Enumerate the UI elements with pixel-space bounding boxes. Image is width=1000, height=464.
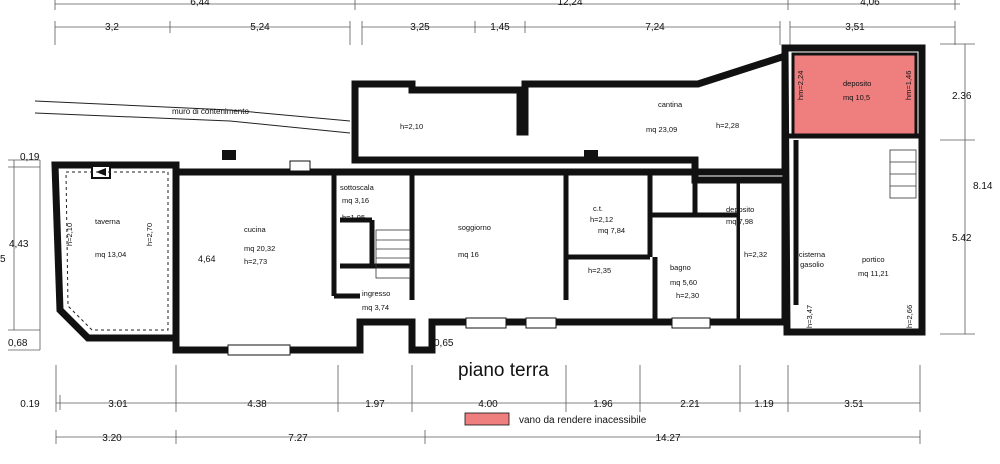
dim-bottom-1-4: 4.00 — [478, 399, 498, 410]
cantina-area: mq 23,09 — [646, 125, 677, 134]
taverna-area: mq 13,04 — [95, 250, 126, 259]
dim-misc-0: 0,65 — [434, 338, 454, 349]
dim-left-1: 4,43 — [9, 239, 29, 250]
dim-top-1-0: 6,44 — [190, 0, 210, 8]
plan-title: piano terra — [458, 360, 549, 381]
disimpegno-height: h=2,35 — [588, 266, 611, 275]
legend-swatch — [464, 412, 510, 426]
cantina-name: cantina — [658, 100, 683, 109]
walls — [51, 44, 926, 354]
dim-bottom-2-2: 14.27 — [655, 433, 680, 444]
room-labels: taverna mq 13,04 h=2,10 h=2,70 cucina mq… — [65, 71, 914, 328]
left-dimension-chain: 0,19 4,43 0,68 5 — [0, 152, 41, 351]
dim-right-2: 5.42 — [952, 233, 972, 244]
dim-bottom-1-2: 4.38 — [247, 399, 267, 410]
dim-bottom-1-0: 0.19 — [20, 399, 40, 410]
portico-area: mq 11,21 — [858, 269, 889, 278]
bagno-height: h=2,30 — [676, 291, 699, 300]
cisterna-name: cisterna gasolio — [798, 250, 826, 269]
dim-top-2-2: 3,25 — [410, 22, 430, 33]
portico-name: portico — [862, 255, 885, 264]
dim-bottom-2-0: 3.20 — [102, 433, 122, 444]
cucina-name: cucina — [244, 225, 267, 234]
deposito-1-name: deposito — [726, 205, 754, 214]
soggiorno-area: mq 16 — [458, 250, 479, 259]
dim-left-2: 0,68 — [8, 338, 28, 349]
dim-bottom-2-1: 7.27 — [288, 433, 308, 444]
dim-top-2-4: 7,24 — [645, 22, 665, 33]
cantina-height: h=2,28 — [716, 121, 739, 130]
retaining-wall-label: muro di contenimento — [172, 107, 249, 116]
deposito-1-area: mq 7,98 — [726, 217, 753, 226]
dim-bottom-1-3: 1.97 — [365, 399, 385, 410]
dim-top-1-1: 12,24 — [557, 0, 582, 8]
ingresso-area: mq 3,74 — [362, 303, 389, 312]
cucina-height: h=2,73 — [244, 257, 267, 266]
right-dimension-chain: 2.36 8.14 5.42 — [940, 43, 993, 335]
dim-top-1-2: 4,06 — [860, 0, 880, 8]
sottoscala-name: sottoscala — [340, 183, 375, 192]
dim-bottom-1-7: 1.19 — [754, 399, 774, 410]
cucina-depth: 4,64 — [198, 254, 216, 264]
cucina-area: mq 20,32 — [244, 244, 275, 253]
dim-bottom-1-5: 1.96 — [593, 399, 613, 410]
dim-right-1: 8.14 — [973, 181, 993, 192]
stairs — [375, 149, 917, 279]
legend-label: vano da rendere inacessibile — [519, 415, 647, 426]
sottoscala-area: mq 3,16 — [342, 196, 369, 205]
dim-left-0: 0,19 — [20, 152, 40, 163]
deposito-2-h-left: hm=2,24 — [796, 71, 805, 100]
dim-top-2-3: 1,45 — [490, 22, 510, 33]
ingresso-name: ingresso — [362, 289, 390, 298]
deposito-1-height: h=2,32 — [744, 250, 767, 259]
dim-bottom-1-8: 3.51 — [844, 399, 864, 410]
dim-left-3: 5 — [0, 254, 6, 265]
bagno-area: mq 5,60 — [670, 278, 697, 287]
dim-top-2-0: 3,2 — [105, 22, 119, 33]
dim-bottom-1-6: 2.21 — [680, 399, 700, 410]
portico-h-left: h=3,47 — [805, 305, 814, 328]
legend: vano da rendere inacessibile — [464, 412, 647, 426]
bottom-dimension-chain: 0.19 3.01 4.38 1.97 4.00 1.96 2.21 1.19 … — [20, 365, 921, 444]
windows — [227, 160, 711, 356]
deposito-2-h-right: hm=1,46 — [904, 71, 913, 100]
deposito-highlight — [791, 52, 918, 138]
deposito-2-area: mq 10,5 — [843, 93, 870, 102]
dim-right-0: 2.36 — [952, 91, 972, 102]
dim-bottom-1-1: 3.01 — [108, 399, 128, 410]
bagno-name: bagno — [670, 263, 691, 272]
upper-room-height: h=2,10 — [400, 122, 423, 131]
dim-top-2-5: 3,51 — [845, 22, 865, 33]
taverna-h-left: h=2,10 — [65, 223, 74, 246]
deposito-2-name: deposito — [843, 79, 871, 88]
ct-height: h=2,12 — [590, 215, 613, 224]
ct-name: c.t. — [593, 204, 603, 213]
soggiorno-name: soggiorno — [458, 223, 491, 232]
ct-area: mq 7,84 — [598, 226, 625, 235]
taverna-name: taverna — [95, 217, 121, 226]
taverna-inner-outline — [65, 171, 169, 331]
top-dimension-chain: 6,44 12,24 4,06 3,2 5,24 3,25 1,45 7,24 … — [54, 0, 960, 45]
taverna-h-right: h=2,70 — [145, 223, 154, 246]
retaining-wall: muro di contenimento — [34, 100, 351, 134]
sottoscala-height: h=1,95 — [342, 213, 365, 222]
portico-h-right: h=2,66 — [905, 305, 914, 328]
dim-top-2-1: 5,24 — [250, 22, 270, 33]
